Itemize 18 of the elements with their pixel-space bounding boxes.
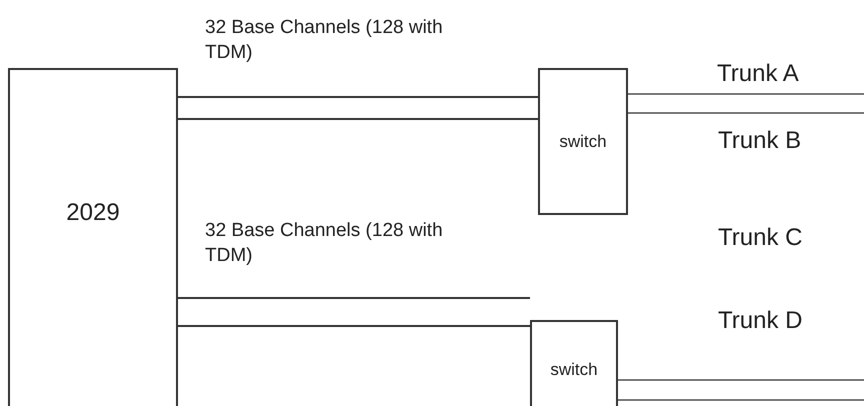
channel-line [178, 118, 538, 120]
trunk-label: Trunk C [718, 224, 802, 252]
channel-line [178, 325, 530, 327]
channel-line [178, 96, 538, 98]
trunk-line [628, 93, 864, 95]
trunk-line [618, 399, 864, 401]
trunk-label: Trunk D [718, 307, 802, 335]
device-box [8, 68, 178, 406]
switch-box [538, 68, 628, 215]
switch-label: switch [559, 132, 607, 152]
switch-label: switch [550, 360, 598, 380]
trunk-line [628, 112, 864, 114]
trunk-label: Trunk A [717, 60, 799, 88]
channel-line [178, 297, 530, 299]
trunk-label: Trunk B [718, 127, 802, 155]
switch-box [530, 320, 618, 406]
device-label: 2029 [66, 199, 120, 227]
trunk-line [618, 379, 864, 381]
